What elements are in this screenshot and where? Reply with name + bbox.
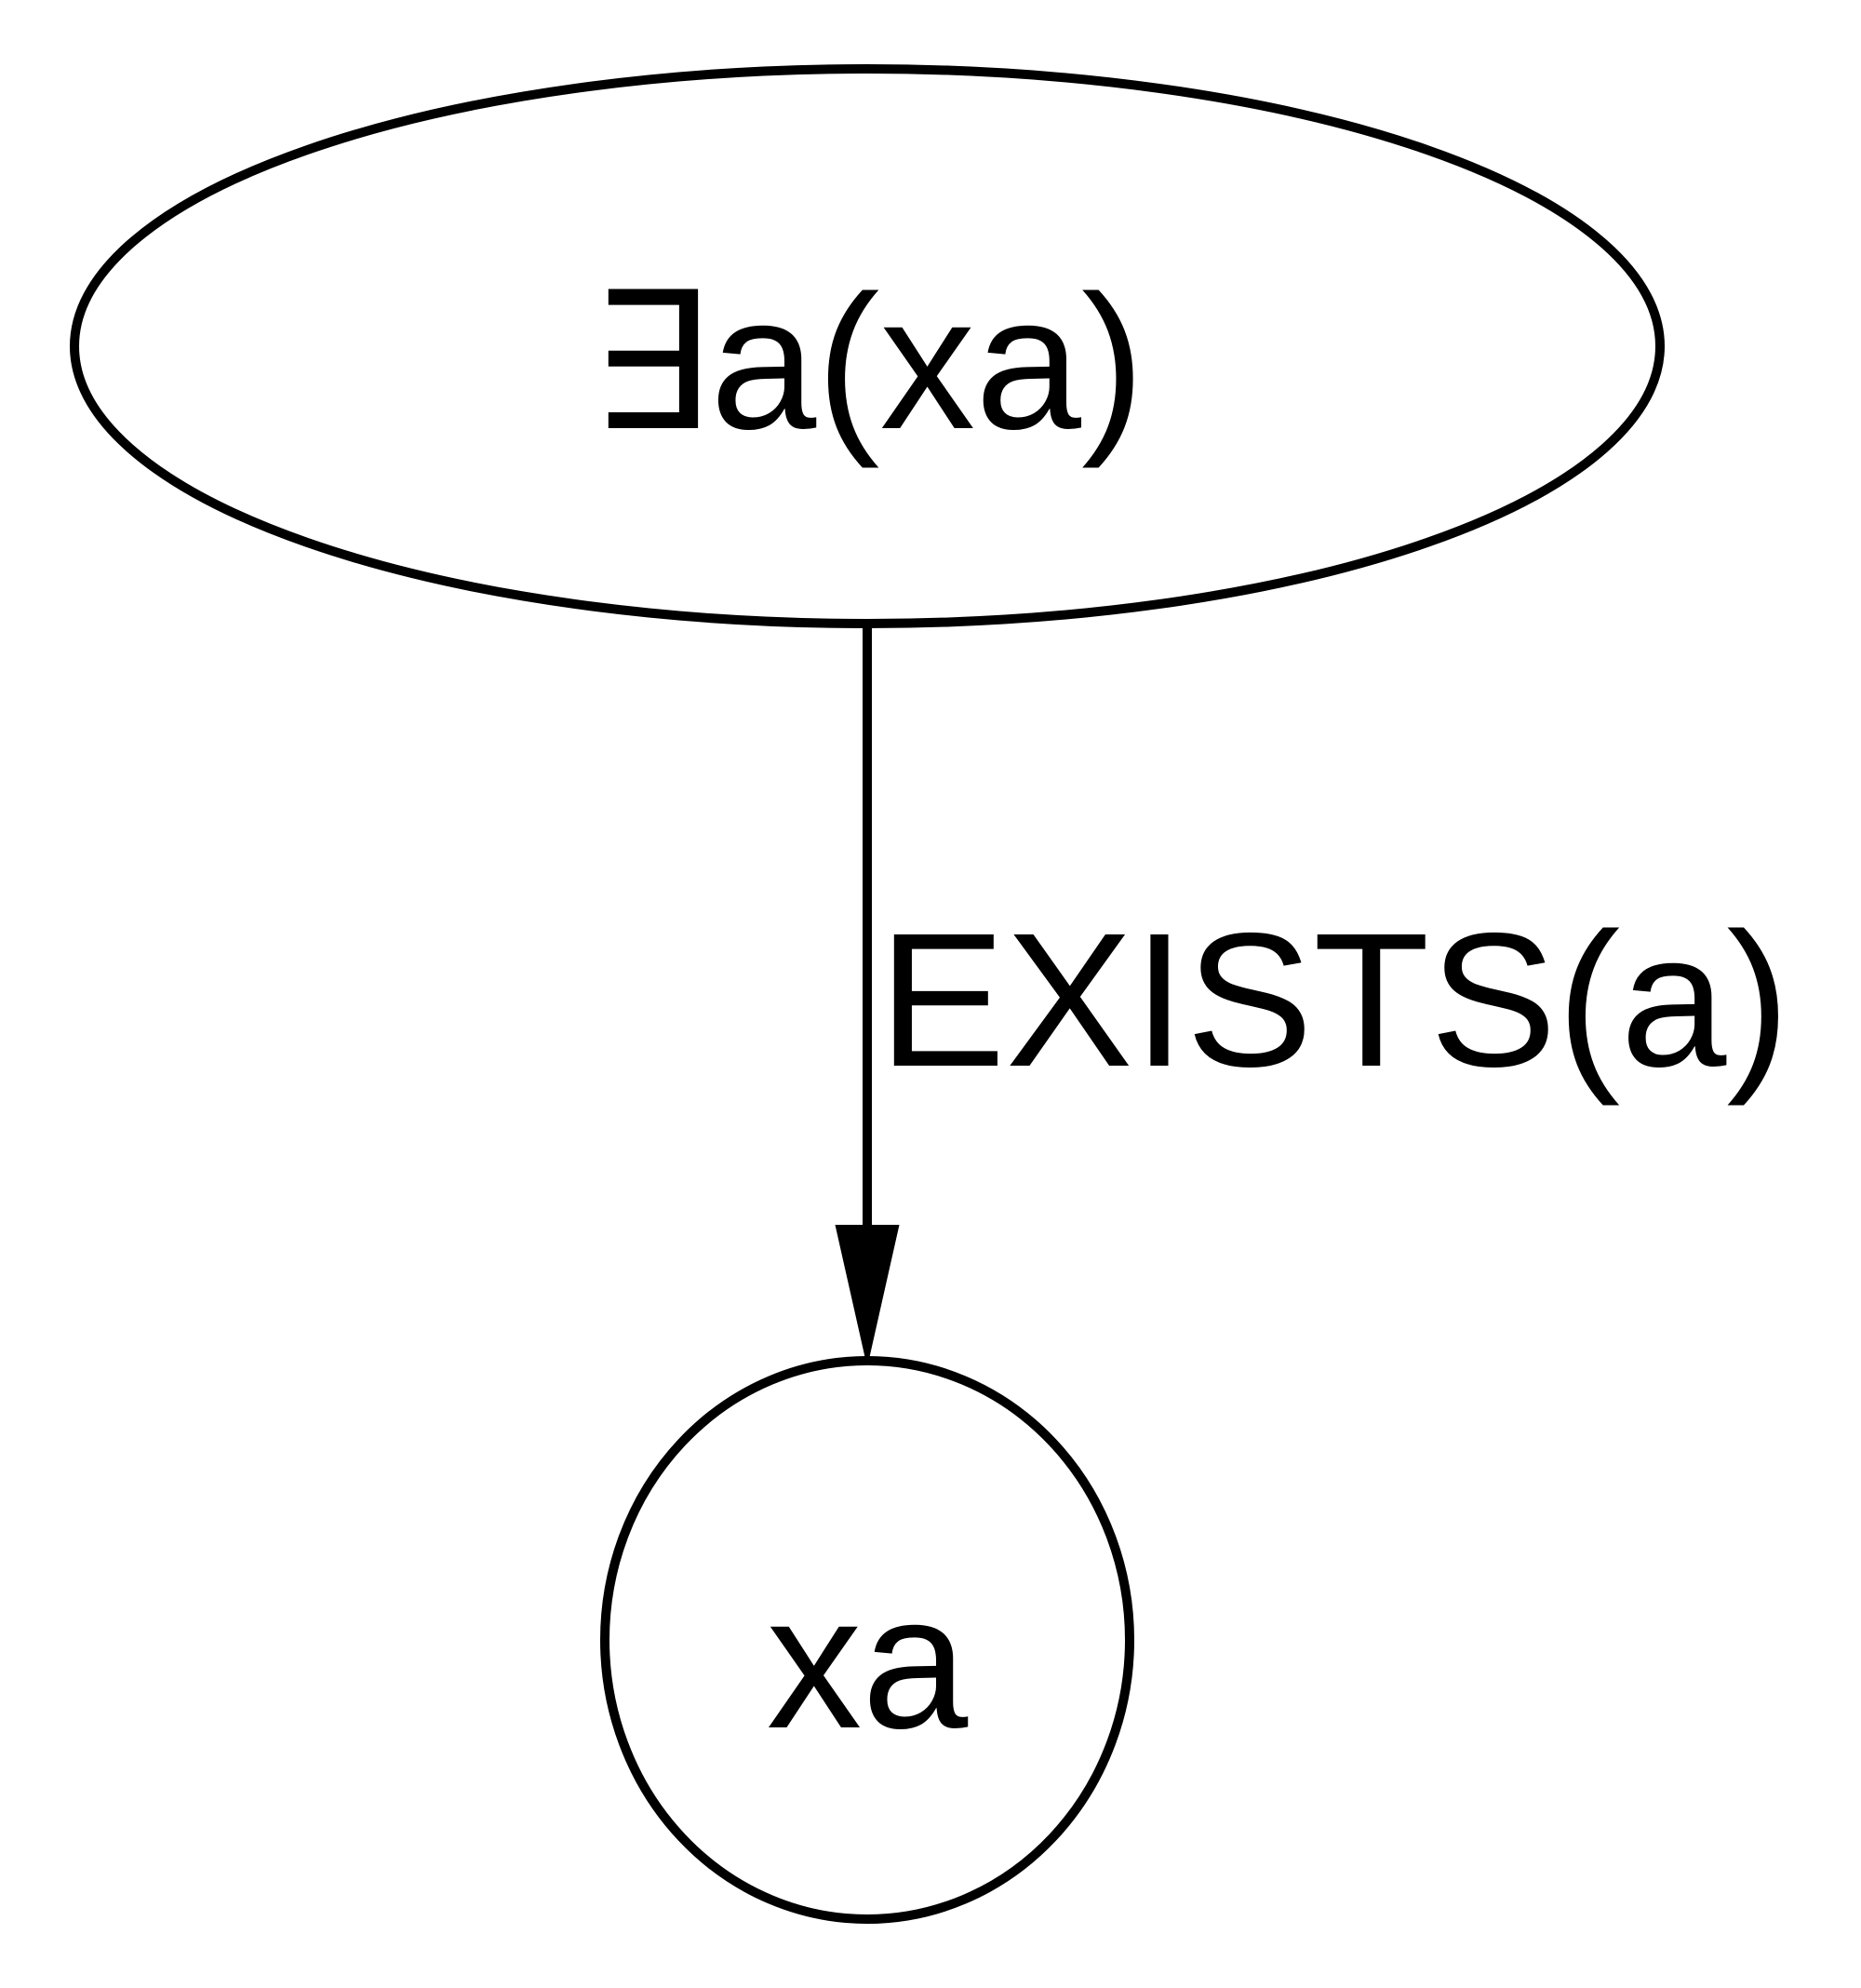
edge-label: EXISTS(a) [878,893,1790,1107]
node-child: xa [600,1356,1134,1924]
node-root: ∃a(xa) [70,64,1665,628]
node-child-label: xa [767,1555,970,1768]
edge-root-to-child: EXISTS(a) [835,625,1790,1360]
edge-arrowhead [835,1225,900,1360]
node-child-ellipse [600,1356,1134,1924]
node-root-ellipse [70,64,1665,628]
node-root-label: ∃a(xa) [590,256,1145,469]
